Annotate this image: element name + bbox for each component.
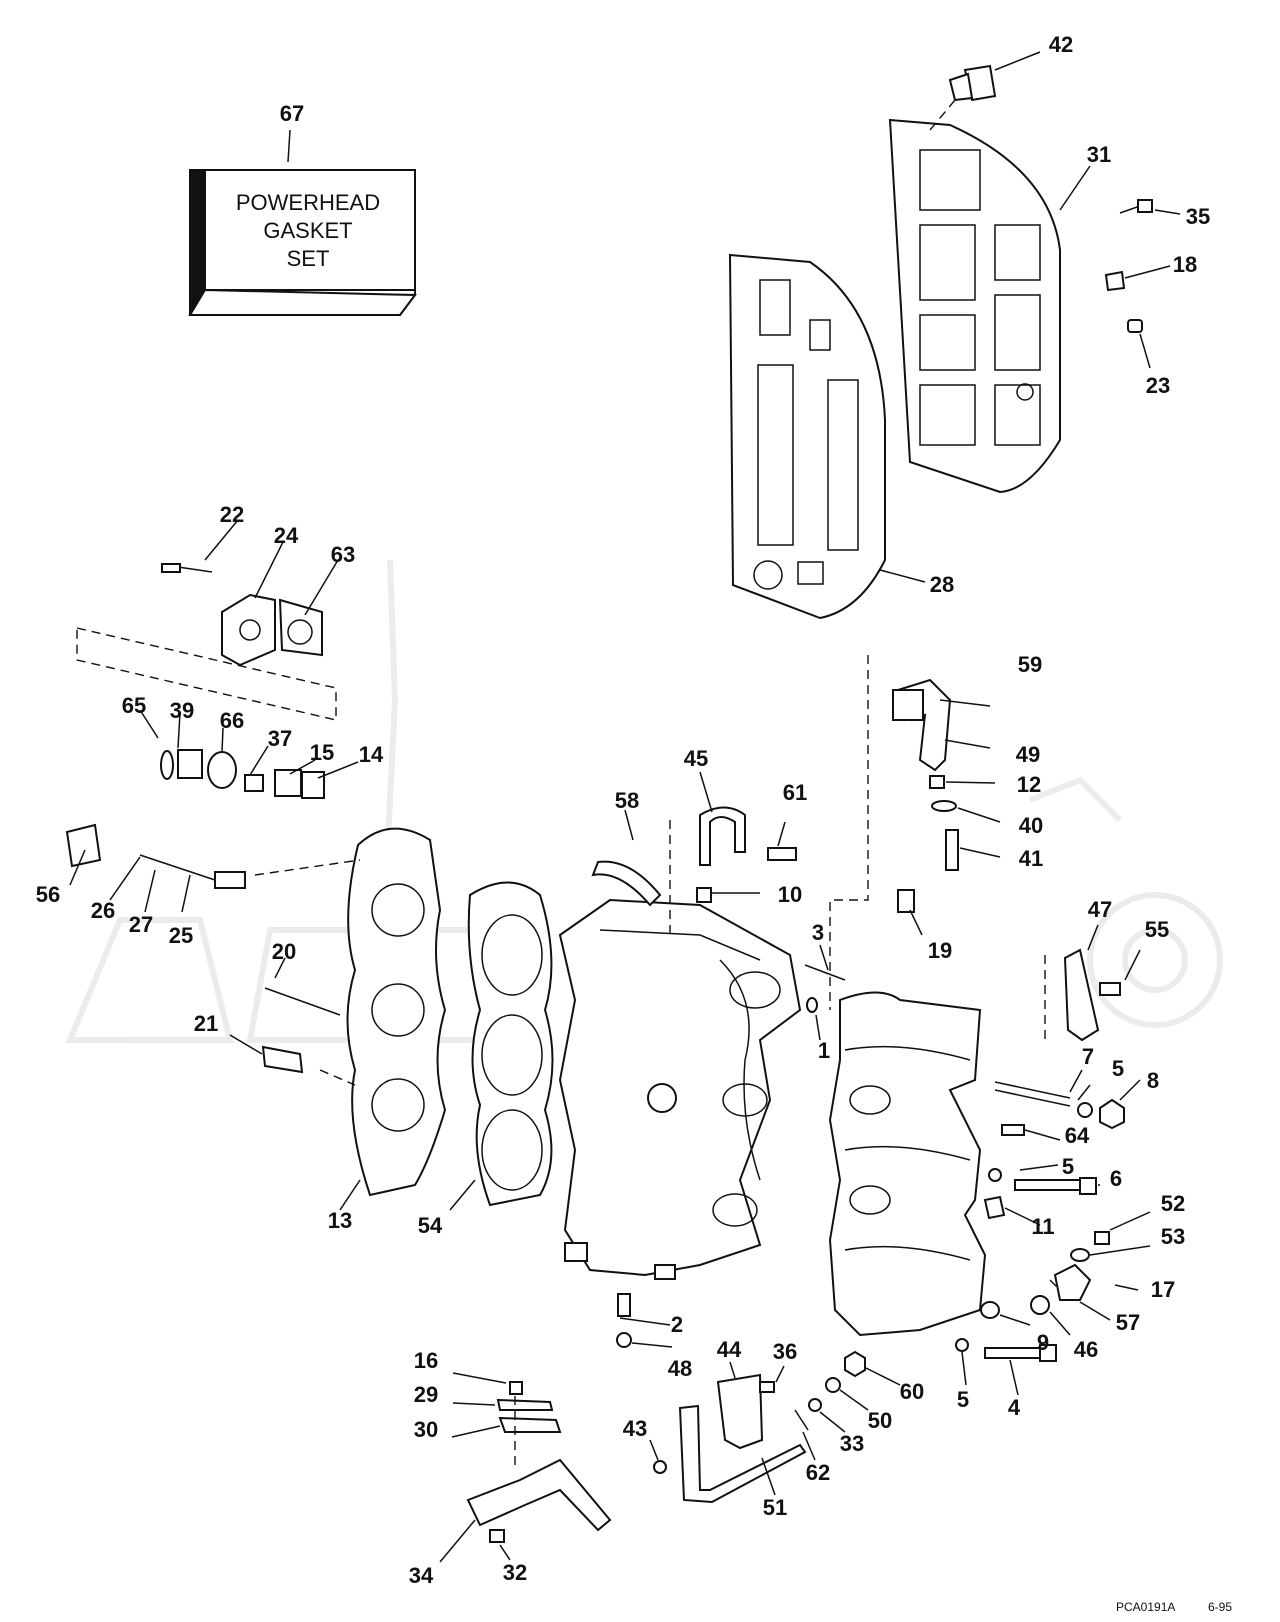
callout-3: 3 bbox=[812, 920, 824, 945]
linkage-upper bbox=[829, 655, 1001, 1010]
callout-65: 65 bbox=[122, 693, 146, 718]
callout-11: 11 bbox=[1031, 1214, 1054, 1239]
callout-45: 45 bbox=[684, 746, 708, 771]
callout-5-lower: 5 bbox=[957, 1387, 969, 1412]
callout-18: 18 bbox=[1173, 252, 1197, 277]
callout-1: 1 bbox=[818, 1038, 830, 1063]
callout-27: 27 bbox=[129, 912, 153, 937]
callout-42: 42 bbox=[1049, 32, 1073, 57]
callout-31: 31 bbox=[1087, 142, 1111, 167]
callout-46: 46 bbox=[1074, 1337, 1098, 1362]
gasket-set-line-3: SET bbox=[287, 246, 330, 271]
callout-60: 60 bbox=[900, 1379, 924, 1404]
callout-58: 58 bbox=[615, 788, 639, 813]
callout-20: 20 bbox=[272, 939, 296, 964]
callout-12: 12 bbox=[1017, 772, 1041, 797]
callout-53: 53 bbox=[1161, 1224, 1185, 1249]
gasket-set-box: POWERHEAD GASKET SET bbox=[188, 129, 417, 316]
callout-23: 23 bbox=[1146, 373, 1170, 398]
callout-5-mid: 5 bbox=[1062, 1154, 1074, 1179]
exhaust-cover-gasket bbox=[728, 253, 926, 620]
callout-51: 51 bbox=[763, 1495, 787, 1520]
callout-50: 50 bbox=[868, 1408, 892, 1433]
callout-19: 19 bbox=[928, 938, 952, 963]
callout-28: 28 bbox=[930, 572, 954, 597]
callout-41: 41 bbox=[1019, 846, 1043, 871]
callout-67: 67 bbox=[280, 101, 304, 126]
gasket-set-line-2: GASKET bbox=[263, 218, 352, 243]
callout-66: 66 bbox=[220, 708, 244, 733]
callout-5-upper: 5 bbox=[1112, 1056, 1124, 1081]
linkage-lower bbox=[439, 1372, 612, 1563]
callout-32: 32 bbox=[503, 1560, 527, 1585]
footer-code: PCA0191A bbox=[1116, 1600, 1175, 1614]
callout-36: 36 bbox=[773, 1339, 797, 1364]
callout-47: 47 bbox=[1088, 897, 1112, 922]
exhaust-cover bbox=[888, 118, 1091, 494]
crankcase-half bbox=[828, 991, 987, 1337]
plug-42 bbox=[929, 51, 1041, 131]
callout-4: 4 bbox=[1008, 1395, 1021, 1420]
callout-2: 2 bbox=[671, 1312, 683, 1337]
callout-44: 44 bbox=[717, 1337, 742, 1362]
callout-22: 22 bbox=[220, 502, 244, 527]
callout-39: 39 bbox=[170, 698, 194, 723]
callout-52: 52 bbox=[1161, 1191, 1185, 1216]
footer-date: 6-95 bbox=[1208, 1600, 1232, 1614]
callout-29: 29 bbox=[414, 1382, 438, 1407]
callout-8: 8 bbox=[1147, 1068, 1159, 1093]
block-hardware bbox=[591, 771, 846, 1041]
callout-10: 10 bbox=[778, 882, 802, 907]
callout-49: 49 bbox=[1016, 742, 1040, 767]
callout-14: 14 bbox=[359, 742, 384, 767]
head-gasket bbox=[449, 881, 554, 1211]
callout-9: 9 bbox=[1037, 1330, 1049, 1355]
cylinder-block bbox=[558, 898, 802, 1348]
callout-56: 56 bbox=[36, 882, 60, 907]
cylinder-head bbox=[229, 827, 447, 1211]
callout-33: 33 bbox=[840, 1431, 864, 1456]
callout-64: 64 bbox=[1065, 1123, 1090, 1148]
callout-13: 13 bbox=[328, 1208, 352, 1233]
footer: PCA0191A 6-95 bbox=[1116, 1600, 1232, 1614]
callout-24: 24 bbox=[274, 523, 299, 548]
callout-17: 17 bbox=[1151, 1277, 1175, 1302]
callout-55: 55 bbox=[1145, 917, 1169, 942]
callout-40: 40 bbox=[1019, 813, 1043, 838]
callout-26: 26 bbox=[91, 898, 115, 923]
thermostat-group bbox=[65, 519, 359, 913]
callout-7: 7 bbox=[1082, 1044, 1094, 1069]
callout-63: 63 bbox=[331, 542, 355, 567]
callout-16: 16 bbox=[414, 1348, 438, 1373]
callout-61: 61 bbox=[783, 780, 807, 805]
cover-hardware bbox=[1104, 199, 1181, 369]
bracket-and-rod bbox=[649, 1361, 807, 1504]
callout-54: 54 bbox=[418, 1213, 443, 1238]
callout-21: 21 bbox=[194, 1011, 218, 1036]
callout-34: 34 bbox=[409, 1563, 434, 1588]
callout-6: 6 bbox=[1110, 1166, 1122, 1191]
callout-30: 30 bbox=[414, 1417, 438, 1442]
callout-labels: 67 42 31 35 18 23 28 22 24 63 65 39 66 3… bbox=[36, 32, 1210, 1588]
callout-25: 25 bbox=[169, 923, 193, 948]
callout-35: 35 bbox=[1186, 204, 1210, 229]
callout-48: 48 bbox=[668, 1356, 692, 1381]
callout-62: 62 bbox=[806, 1460, 830, 1485]
callout-37: 37 bbox=[268, 726, 292, 751]
callout-57: 57 bbox=[1116, 1310, 1140, 1335]
linkage-right bbox=[1044, 924, 1141, 1042]
callout-15: 15 bbox=[310, 740, 334, 765]
callout-43: 43 bbox=[623, 1416, 647, 1441]
crankcase-fasteners bbox=[794, 1069, 1151, 1461]
gasket-set-line-1: POWERHEAD bbox=[236, 190, 380, 215]
callout-59: 59 bbox=[1018, 652, 1042, 677]
